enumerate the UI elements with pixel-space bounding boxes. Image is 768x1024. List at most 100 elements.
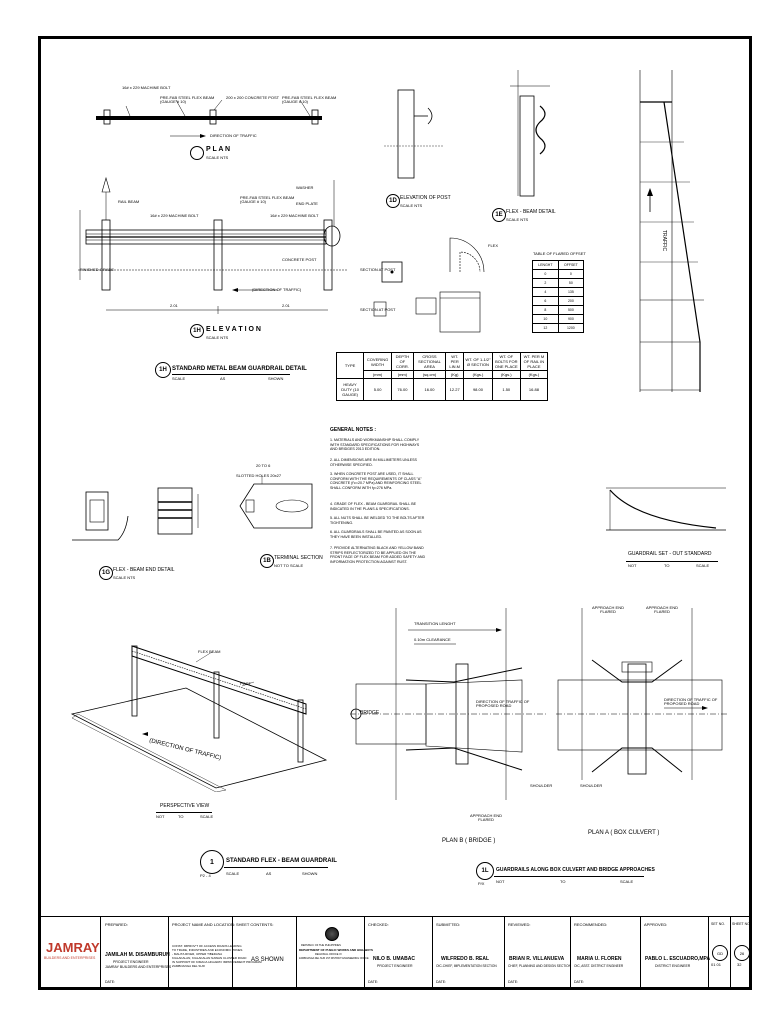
approved-cell: APPROVED: PABLO L. ESCUADRO,MPA DISTRICT… (640, 917, 711, 990)
preparer-name: JAMILAH M. DISAMBURUN (105, 952, 170, 958)
logo-cell: JAMRAY BUILDERS AND ENTERPRISES (38, 917, 100, 990)
flared-setout-sub-scale: SCALE (696, 563, 710, 568)
table-cell: 16.00 (412, 378, 447, 401)
table-cell: (Kgs.) (491, 370, 521, 379)
elevation-callout-grade: FINISHED GRADE (80, 267, 115, 272)
table-cell: 12.27 (445, 378, 465, 401)
preparer-role: PROJECT ENGINEER (113, 960, 149, 964)
detail-title-scale-value: AS (220, 376, 226, 381)
table-cell: 500 (557, 305, 585, 315)
approaches-sub-to: TO (560, 879, 566, 884)
perspective-title: PERSPECTIVE VIEW (160, 803, 210, 809)
table-cell: 0 (532, 269, 559, 279)
elevation-post-scale: SCALE NTS (400, 203, 423, 208)
plan-b-callout-transition: TRANSITION LENGHT (414, 621, 456, 626)
main-title-text: STANDARD FLEX - BEAM GUARDRAIL (226, 858, 337, 864)
sheet-no-value: 26 (734, 945, 750, 961)
project-line-2: TO TRADE, INDUSTRIES AND ECONOMIC ZONES (172, 948, 243, 952)
table-cell: 76.00 (391, 378, 414, 401)
flex-beam-detail-title: FLEX - BEAM DETAIL (506, 209, 556, 215)
plan-a-title: PLAN A ( BOX CULVERT ) (588, 830, 660, 836)
submitted-cell: SUBMITTED: WILFREDO B. REAL OIC-CHIEF, I… (432, 917, 504, 990)
agency-cell: REPUBLIC OF THE PHILIPPINES DEPARTMENT O… (296, 917, 373, 990)
elevation-post-title: ELEVATION OF POST (400, 195, 451, 201)
title-block: JAMRAY BUILDERS AND ENTERPRISES PREPARED… (38, 916, 752, 990)
reviewed-cell: REVIEWED: BRIAN R. VILLANUEVA CHIEF, PLA… (504, 917, 571, 990)
flare-header-offset: OFFSET (557, 260, 585, 270)
agency-line-3: REGIONAL OFFICE IX (315, 953, 342, 956)
checked-date-label: DATE: (368, 980, 379, 984)
table-cell: 135 (557, 287, 585, 297)
post-sections-drawing (373, 237, 485, 333)
checked-cell: CHECKED: NILO B. UMABAC PROJECT ENGINEER… (364, 917, 432, 990)
section-label-2: SECTION AT POST (360, 307, 396, 312)
flex-beam-detail-scale: SCALE NTS (506, 217, 529, 222)
plan-direction-label: DIRECTION OF TRAFFIC (210, 133, 257, 138)
perspective-sub-not: NOT (156, 814, 165, 819)
sheet-contents-value: AS SHOWN (251, 957, 284, 963)
guardrail-spec-table: TYPE COVERING WIDTH DEPTH OF CORR. CROSS… (335, 352, 549, 401)
terminal-scale: NOT TO SCALE (274, 563, 304, 568)
plan-b-callout-clearance: 0.10m CLEARANCE (414, 637, 451, 642)
approaches-sub-not: NOT (496, 879, 505, 884)
terminal-title: TERMINAL SECTION (274, 555, 323, 561)
elevation-dim-1: 2.01 (170, 303, 178, 308)
flex-beam-end-title: FLEX - BEAM END DETAIL (113, 567, 175, 573)
main-title-scale-value: AS (266, 871, 272, 876)
plan-b-callout-shoulder: SHOULDER (530, 783, 553, 788)
general-note-1: 1. MATERIALS AND WORKMANSHIP SHALL COMPL… (330, 438, 420, 452)
elevation-callout-bolt-2: 16# x 229 MACHINE BOLT (270, 213, 319, 218)
setout-curve-drawing (606, 487, 726, 531)
preparer-org: JAMRAY BUILDERS AND ENTERPRISES (105, 965, 172, 969)
elevation-direction-label: (DIRECTION OF TRAFFIC) (252, 287, 302, 292)
table-cell: 12 (532, 323, 559, 333)
terminal-callout-2: SLOTTED HOLES 20x27 (236, 473, 282, 478)
general-note-4: 4. GRADE OF FLEX - BEAM GUARDRAIL SHALL … (330, 502, 417, 511)
set-no-value: 01 01 (711, 962, 722, 967)
plan-scale: SCALE NTS (206, 155, 229, 160)
general-notes-title: GENERAL NOTES : (330, 427, 377, 433)
recommended-name: MARIA U. FLOREN (577, 956, 622, 962)
set-no-cell: SET NO. GD 01 01 (708, 917, 730, 990)
flex-beam-detail-badge: 1E (492, 208, 506, 222)
table-cell: 16.88 (519, 378, 549, 401)
set-no-code: GD (712, 945, 728, 961)
perspective-sub-to: TO (178, 814, 184, 819)
plan-callout-flexbeam-1: PRE-FAB STEEL FLEX BEAM (GAUGE # 10) (160, 95, 215, 104)
agency-line-1: REPUBLIC OF THE PHILIPPINES (301, 944, 341, 947)
elevation-post-badge: 1D (386, 194, 400, 208)
spec-header-bolt-weight: WT. OF BOLTS FOR ONE PLACE (491, 352, 521, 371)
elevation-title: E L E V A T I O N (206, 326, 261, 333)
plan-callout-flexbeam-2: PRE-FAB STEEL FLEX BEAM (GAUGE # 10) (282, 95, 337, 104)
general-note-5: 5. ALL NUTS SHALL BE WELDED TO THE BOLTS… (330, 516, 425, 525)
elevation-drawing (78, 176, 348, 314)
table-cell: 1.50 (491, 378, 521, 401)
recommended-cell: RECOMMENDED: MARIA U. FLOREN OIC, ASST. … (570, 917, 640, 990)
flared-setout-title: GUARDRAIL SET - OUT STANDARD (628, 551, 712, 557)
table-row: (mm) (mm) (sq.cm) (Kg) (Kgs.) (Kgs.) (Kg… (337, 370, 549, 379)
plan-a-culvert-drawing (556, 608, 728, 780)
table-cell: 1200 (557, 323, 585, 333)
spec-header-area: CROSS SECTIONAL AREA (412, 352, 447, 371)
terminal-section-drawing (239, 476, 313, 529)
main-title-badge-top: 1 (210, 858, 214, 866)
spec-header-weight: WT. PER LIN.M (445, 352, 465, 371)
table-cell: 50 (557, 278, 585, 288)
plan-callout-bolt: 16# x 229 MACHINE BOLT (122, 85, 171, 90)
approved-label: APPROVED: (644, 922, 668, 927)
table-row: HEAVY DUTY (10 GAUGE) 5.00 76.00 16.00 1… (335, 378, 549, 401)
approaches-underline (494, 876, 644, 877)
approved-name: PABLO L. ESCUADRO,MPA (645, 956, 711, 962)
main-title-underline (224, 867, 328, 868)
perspective-callout-flexbeam: FLEX BEAM (198, 649, 221, 654)
elevation-of-post-drawing (384, 89, 444, 179)
reviewed-role: CHIEF, PLANNING AND DESIGN SECTION (508, 964, 571, 968)
set-no-label: SET NO. (711, 922, 725, 926)
project-label: PROJECT NAME AND LOCATION: (172, 922, 235, 927)
agency-seal-icon (325, 927, 339, 941)
project-line-4: KIALAKALAN, KIALAKALAN NAWAN CLUSTER ROA… (172, 956, 247, 960)
